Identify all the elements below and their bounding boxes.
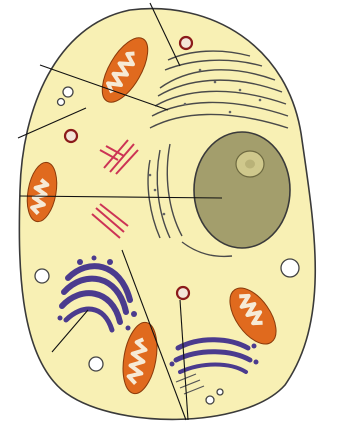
- lysosome: [180, 37, 192, 49]
- lysosome: [177, 287, 189, 299]
- lysosome: [65, 130, 77, 142]
- nucleolus-core: [245, 160, 255, 169]
- nucleus: [194, 132, 290, 248]
